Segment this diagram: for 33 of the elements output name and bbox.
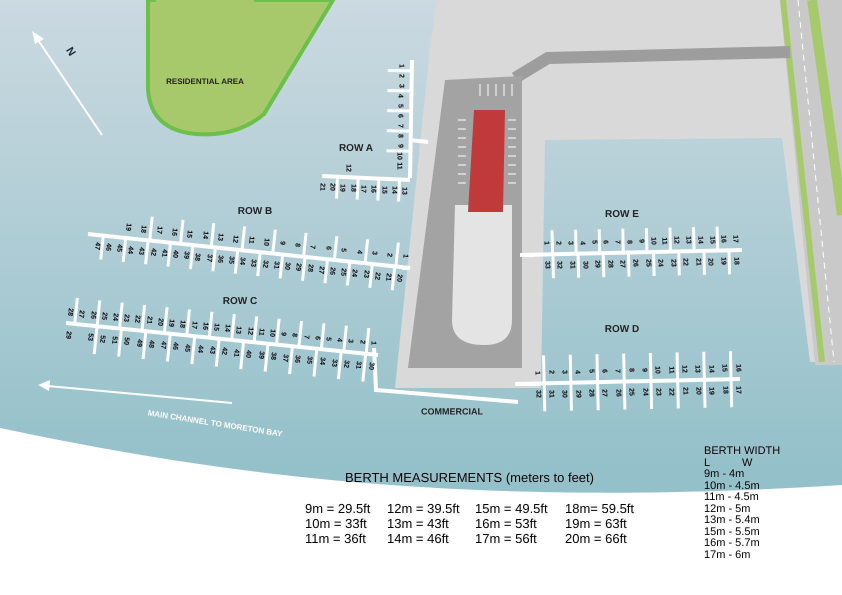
conversion-entry: 12m = 39.5ft bbox=[387, 502, 461, 516]
row-label: ROW A bbox=[338, 144, 374, 154]
conversion-entry: 20m = 66ft bbox=[565, 532, 628, 546]
conversion-entry: 9m = 29.5ft bbox=[305, 502, 372, 516]
table-title: BERTH MEASUREMENTS (meters to feet) bbox=[345, 471, 594, 484]
conversion-entry: 10m = 33ft bbox=[305, 517, 368, 531]
channel-label: MAIN CHANNEL TO MORETON BAY bbox=[147, 409, 283, 439]
conversion-entry: 19m = 63ft bbox=[565, 517, 628, 531]
conversion-entry: 17m = 56ft bbox=[475, 532, 538, 546]
width-entry: 16m - 5.7m bbox=[704, 538, 761, 550]
north-label: N bbox=[63, 46, 77, 58]
area-label: RESIDENTIAL AREA bbox=[166, 78, 244, 86]
row-label: ROW B bbox=[238, 207, 272, 217]
conversion-entry: 16m = 53ft bbox=[475, 517, 538, 531]
width-entry: 11m - 4.5m bbox=[704, 492, 760, 504]
conversion-entry: 18m= 59.5ft bbox=[565, 502, 636, 516]
column-header: W bbox=[742, 457, 752, 469]
column-header: L bbox=[704, 457, 712, 469]
width-entry: 17m - 6m bbox=[704, 550, 752, 561]
conversion-entry: 14m = 46ft bbox=[387, 532, 450, 546]
area-label: COMMERCIAL bbox=[421, 408, 483, 416]
row-label: ROW C bbox=[222, 297, 258, 307]
width-entry: 10m - 4.5m bbox=[704, 480, 761, 492]
width-entry: 15m - 5.5m bbox=[704, 526, 761, 538]
conversion-entry: 13m = 43ft bbox=[387, 517, 450, 531]
row-label: ROW E bbox=[605, 210, 639, 220]
width-entry: 12m - 5m bbox=[704, 504, 752, 515]
width-entry: 9m - 4m bbox=[704, 469, 746, 480]
width-entry: 13m - 5.4m bbox=[704, 515, 761, 526]
conversion-entry: 11m = 36ft bbox=[305, 532, 367, 546]
row-label: ROW D bbox=[604, 325, 640, 335]
table-heading: BERTH WIDTH bbox=[704, 445, 780, 457]
conversion-entry: 15m = 49.5ft bbox=[475, 502, 549, 516]
